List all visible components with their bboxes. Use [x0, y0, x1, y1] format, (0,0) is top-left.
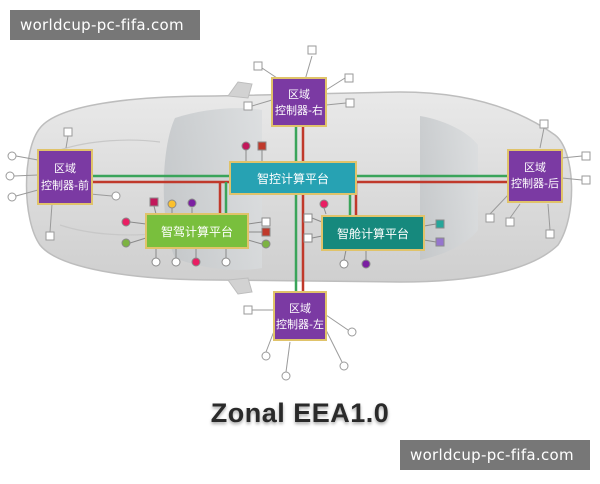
sensor-node: [121, 238, 131, 248]
platform-connectors: [121, 141, 445, 269]
zone-rear-label-1: 区域: [524, 161, 546, 174]
sensor-node: [261, 227, 271, 237]
sensor-node: [303, 213, 313, 223]
zone-controller-left: 区域 控制器-左: [273, 291, 327, 341]
cabin-computing-platform: 智舱计算平台: [321, 215, 425, 251]
sensor-node: [339, 361, 349, 371]
sensor-node: [241, 141, 251, 151]
zone-rear-label-2: 控制器-后: [511, 176, 559, 190]
sensor-node: [121, 217, 131, 227]
sensor-node: [545, 229, 555, 239]
sensor-node: [253, 61, 263, 71]
watermark-bottom: worldcup-pc-fifa.com: [400, 440, 590, 470]
sensor-node: [63, 127, 73, 137]
driving-computing-platform: 智驾计算平台: [145, 213, 249, 249]
sensor-node: [151, 257, 161, 267]
watermark-top: worldcup-pc-fifa.com: [10, 10, 200, 40]
sensor-node: [435, 219, 445, 229]
sensor-node: [319, 199, 329, 209]
sensor-node: [307, 45, 317, 55]
diagram-title: Zonal EEA1.0: [210, 398, 390, 428]
sensor-node: [243, 101, 253, 111]
zone-controller-right: 区域 控制器-右: [271, 77, 327, 127]
sensor-node: [171, 257, 181, 267]
sensor-node: [361, 259, 371, 269]
sensor-node: [261, 351, 271, 361]
sensor-node: [505, 217, 515, 227]
sensor-node: [261, 239, 271, 249]
sensor-node: [539, 119, 549, 129]
sensor-node: [581, 151, 591, 161]
sensor-node: [485, 213, 495, 223]
sensor-node: [221, 257, 231, 267]
sensor-node: [261, 217, 271, 227]
sensor-node: [581, 175, 591, 185]
cabin-platform-label: 智舱计算平台: [337, 226, 409, 241]
zone-right-label-2: 控制器-右: [275, 103, 323, 117]
sensor-node: [45, 231, 55, 241]
zone-right-label-1: 区域: [288, 88, 310, 101]
sensor-node: [344, 73, 354, 83]
zone-controller-front: 区域 控制器-前: [37, 149, 93, 205]
driving-platform-label: 智驾计算平台: [161, 224, 233, 239]
zone-controller-rear: 区域 控制器-后: [507, 149, 563, 203]
zone-front-label-1: 区域: [54, 162, 76, 175]
sensor-node: [187, 198, 197, 208]
zone-front-label-2: 控制器-前: [41, 178, 89, 192]
sensor-node: [303, 233, 313, 243]
sensor-node: [167, 199, 177, 209]
control-platform-label: 智控计算平台: [257, 171, 329, 186]
sensor-node: [347, 327, 357, 337]
sensor-node: [339, 259, 349, 269]
sensor-node: [7, 151, 17, 161]
sensor-connectors: [5, 45, 591, 381]
sensor-node: [5, 171, 15, 181]
sensor-node: [243, 305, 253, 315]
sensor-node: [281, 371, 291, 381]
sensor-node: [345, 98, 355, 108]
zone-left-label-2: 控制器-左: [276, 317, 324, 331]
control-computing-platform: 智控计算平台: [229, 161, 357, 195]
sensor-node: [257, 141, 267, 151]
sensor-node: [7, 192, 17, 202]
zone-left-label-1: 区域: [289, 302, 311, 315]
sensor-node: [191, 257, 201, 267]
sensor-node: [435, 237, 445, 247]
sensor-node: [149, 197, 159, 207]
sensor-node: [111, 191, 121, 201]
